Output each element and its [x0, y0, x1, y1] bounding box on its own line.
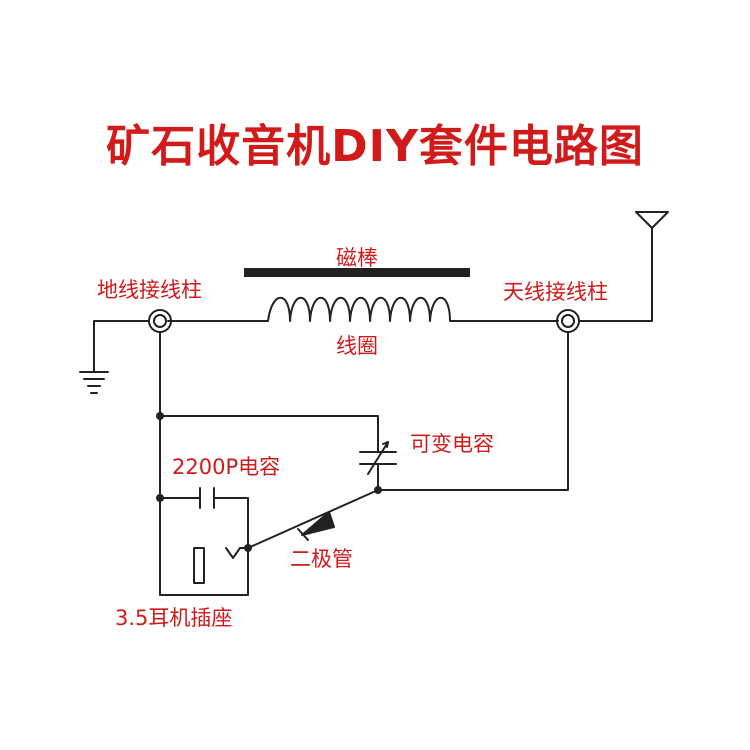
junction-dot [156, 412, 164, 420]
varcap-bottom-wire [377, 331, 569, 491]
earphone-jack-symbol [193, 547, 249, 584]
junction-dot [374, 486, 382, 494]
earphone-jack-label: 3.5耳机插座 [115, 606, 233, 630]
diode-symbol [297, 511, 335, 541]
antenna-icon [635, 211, 669, 229]
ground-wire [93, 320, 150, 373]
coil-winding [167, 297, 559, 322]
magnetic-rod [244, 268, 470, 277]
ground-symbol [79, 371, 109, 394]
capacitor-2200p-label: 2200P电容 [172, 455, 281, 479]
capacitor-2200p-symbol [199, 487, 215, 509]
antenna-terminal-post [556, 309, 580, 333]
antenna-wire [578, 227, 653, 322]
varcap-top-wire [159, 415, 379, 453]
diode-wire [247, 489, 379, 549]
junction-dot [156, 494, 164, 502]
diode-label: 二极管 [290, 547, 353, 571]
junction-dot [244, 544, 252, 552]
left-bus-wire [159, 331, 249, 596]
coil-label: 线圈 [336, 334, 378, 358]
capacitor-wire [159, 497, 249, 549]
antenna-post-label: 天线接线柱 [503, 280, 608, 304]
ground-post-label: 地线接线柱 [97, 278, 202, 302]
magnetic-rod-label: 磁棒 [336, 246, 378, 270]
variable-capacitor-label: 可变电容 [410, 432, 494, 456]
diagram-title: 矿石收音机DIY套件电路图 [106, 121, 644, 172]
